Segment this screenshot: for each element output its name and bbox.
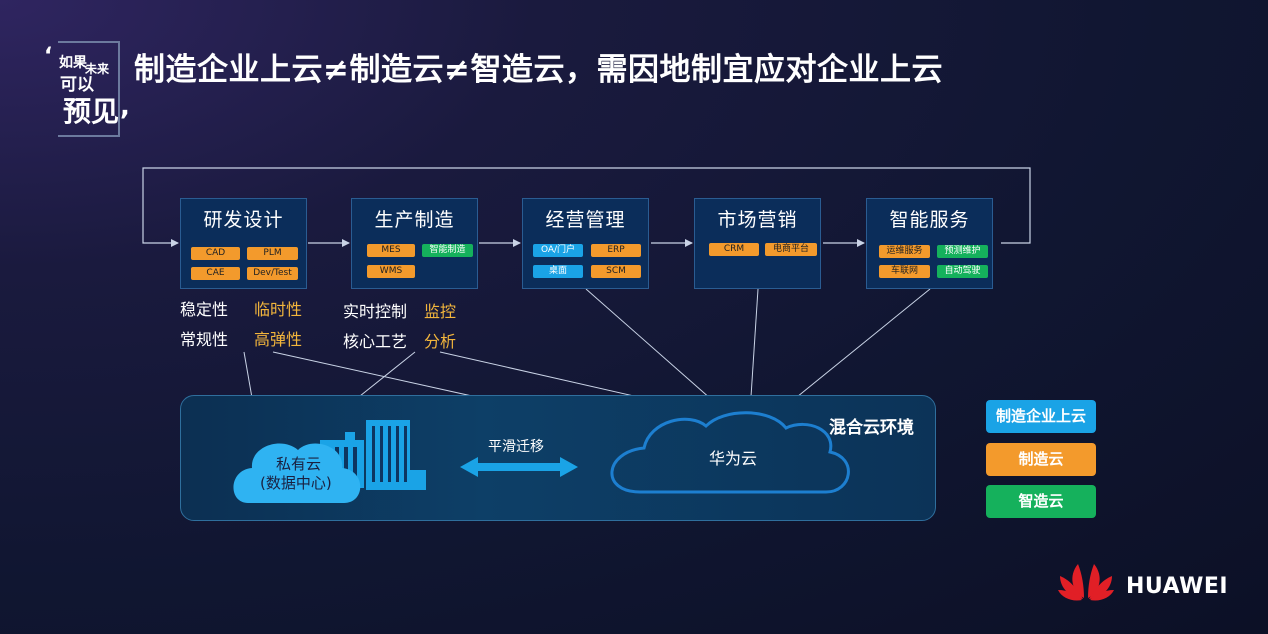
legend-manufacturing-cloud: 制造云	[986, 443, 1096, 476]
tag-ecommerce: 电商平台	[765, 243, 817, 256]
link-mkt-huawei	[746, 288, 759, 413]
stage-operations: 经营管理 OA/门户 ERP 桌面 SCM	[522, 198, 649, 289]
huawei-logo-icon	[1058, 564, 1114, 601]
logo-text-2: 可以	[60, 75, 94, 95]
tag-cae: CAE	[191, 267, 240, 280]
prop-stability: 稳定性	[180, 300, 229, 319]
stage-title: 智能服务	[889, 209, 970, 231]
stage-manufacturing: 生产制造 MES 智能制造 WMS	[351, 198, 478, 289]
logo-text-1a: 如果	[59, 55, 87, 71]
private-cloud-label: 私有云	[276, 455, 322, 473]
link-ops-huawei	[585, 288, 729, 415]
hybrid-cloud-label: 混合云环境	[829, 418, 914, 438]
stage-title: 生产制造	[374, 209, 455, 231]
private-cloud-icon	[233, 443, 361, 503]
stage-title: 经营管理	[545, 209, 626, 231]
tag-predictive-maintenance: 预测维护	[937, 245, 988, 258]
prop-routine: 常规性	[180, 330, 229, 349]
huawei-cloud-label: 华为云	[709, 449, 758, 468]
page-title: 制造企业上云≠制造云≠智造云，需因地制宜应对企业上云	[134, 52, 943, 88]
brand-name: HUAWEI	[1126, 574, 1229, 599]
link-svc-huawei	[775, 288, 931, 415]
stage-title: 市场营销	[717, 209, 798, 231]
feedback-loop-line	[142, 167, 1031, 247]
prop-monitoring: 监控	[424, 302, 457, 321]
tag-autonomous-driving: 自动驾驶	[937, 265, 988, 278]
logo-frame	[58, 41, 120, 137]
migration-double-arrow-icon	[460, 457, 578, 477]
tag-desktop: 桌面	[533, 265, 583, 278]
legend-enterprise-cloud: 制造企业上云	[986, 400, 1096, 433]
stage-title: 研发设计	[203, 209, 284, 231]
logo-quote-mark: ‘	[44, 44, 53, 69]
prop-realtime-control: 实时控制	[343, 302, 408, 321]
tag-cad: CAD	[191, 247, 240, 260]
logo-text-3: 预见	[63, 95, 120, 128]
tag-erp: ERP	[591, 244, 641, 257]
huawei-cloud-icon	[610, 411, 850, 494]
tag-maintenance-service: 运维服务	[879, 245, 930, 258]
tag-smart-manufacturing: 智能制造	[422, 244, 473, 257]
tag-plm: PLM	[247, 247, 298, 260]
prop-core-process: 核心工艺	[343, 332, 408, 351]
legend-smart-manufacturing-cloud: 智造云	[986, 485, 1096, 518]
tag-oa-portal: OA/门户	[533, 244, 583, 257]
prop-temporary: 临时性	[254, 300, 303, 319]
logo-text-1b: 未来	[85, 62, 110, 76]
prop-elastic: 高弹性	[254, 330, 303, 349]
stage-marketing: 市场营销 CRM 电商平台	[694, 198, 821, 289]
stage-smart-service: 智能服务 运维服务 预测维护 车联网 自动驾驶	[866, 198, 993, 289]
tag-devtest: Dev/Test	[247, 267, 298, 280]
tag-wms: WMS	[367, 265, 415, 278]
private-cloud-sublabel: (数据中心)	[260, 474, 332, 492]
migration-label: 平滑迁移	[488, 439, 544, 455]
tag-mes: MES	[367, 244, 415, 257]
tag-scm: SCM	[591, 265, 641, 278]
stage-rd-design: 研发设计 CAD PLM CAE Dev/Test	[180, 198, 307, 289]
logo-comma: ,	[120, 92, 130, 122]
tag-iov: 车联网	[879, 265, 930, 278]
tag-crm: CRM	[709, 243, 759, 256]
prop-analysis: 分析	[424, 332, 457, 351]
